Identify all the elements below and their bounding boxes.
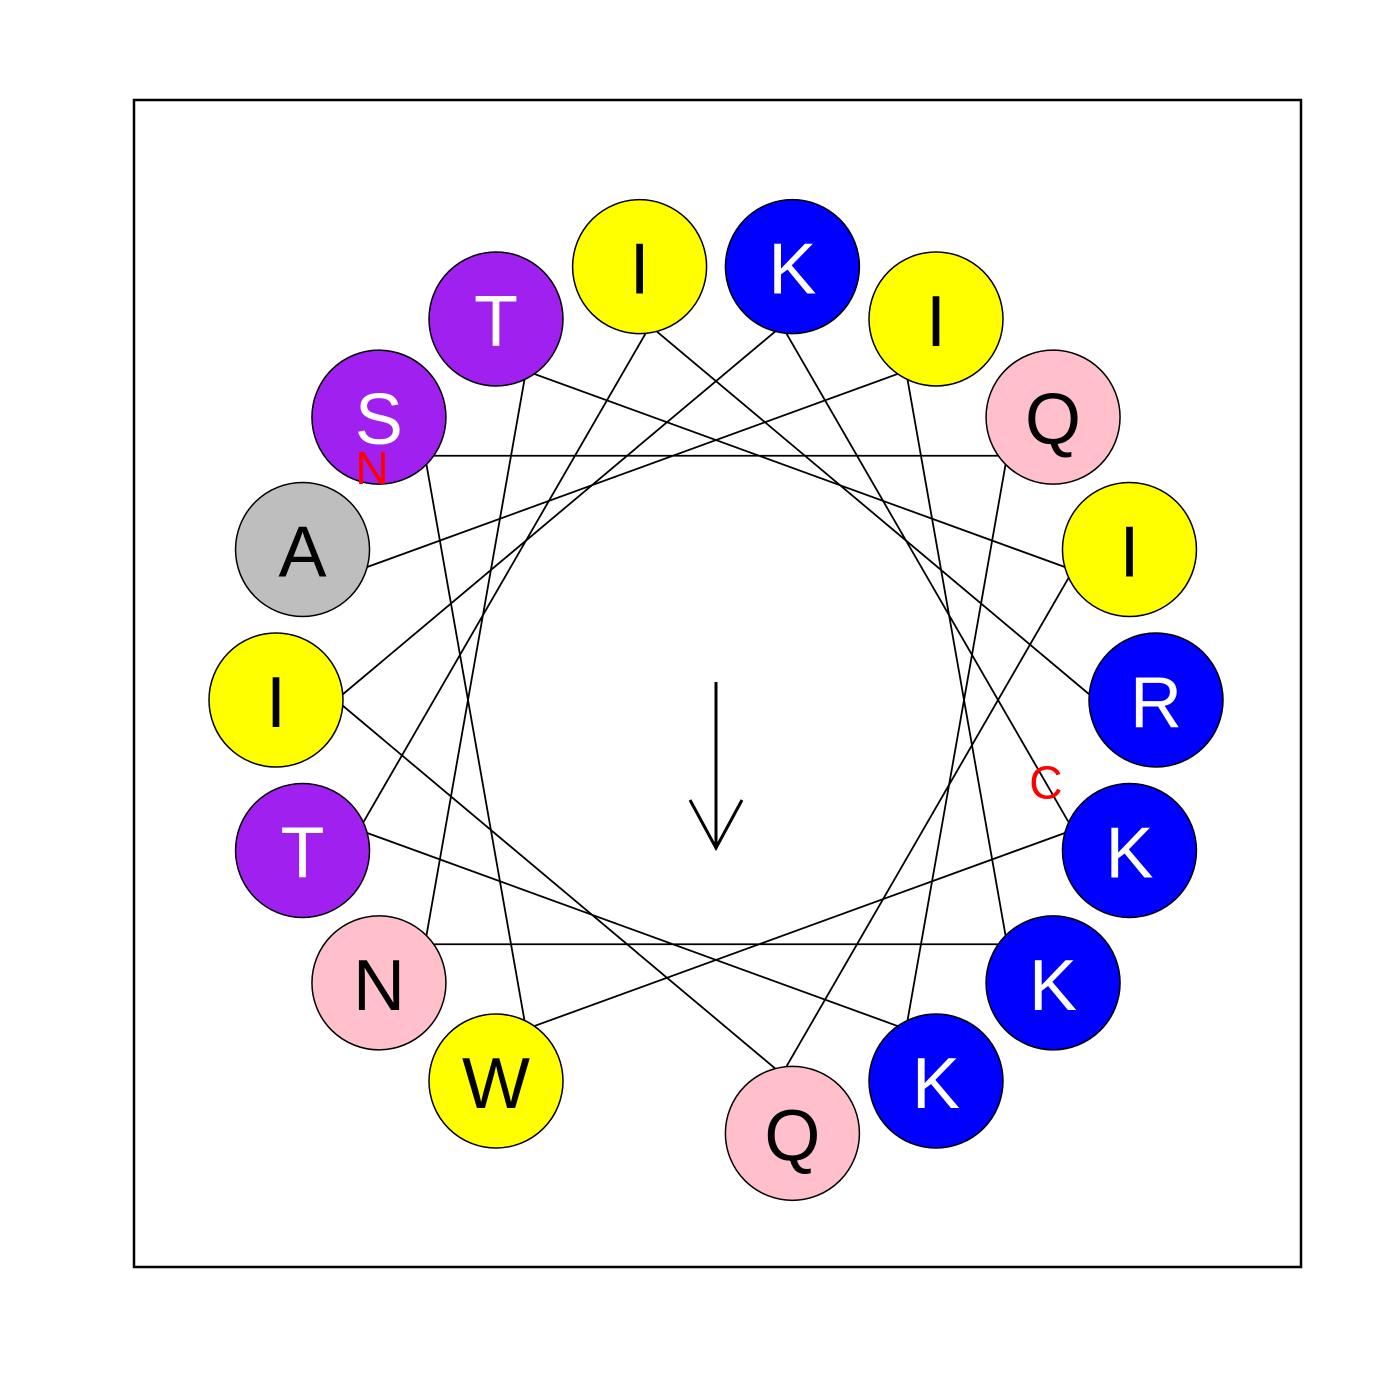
residue-circle [1088,632,1224,768]
residue-4: N [311,915,447,1051]
residue-circle [208,632,344,768]
residue-letter: N [353,946,405,1026]
moment-arrow-path [688,682,744,852]
residue-letter: K [912,1044,960,1124]
plot-frame [132,98,1303,1269]
bond-line [525,370,1074,571]
bond-line [525,829,1074,1030]
residue-5: T [428,251,564,387]
residue-letter: A [279,513,327,593]
residue-13: Q [985,349,1121,485]
residue-circle [868,251,1004,387]
residue-circle [428,251,564,387]
residue-9: K [724,198,861,335]
residue-letter: I [630,230,650,310]
residue-11: W [428,1013,564,1149]
residue-14: K [868,1013,1004,1149]
residue-16: I [571,198,708,335]
bond-line [424,455,527,1030]
residue-circle [724,1065,861,1202]
residue-circle [571,198,708,335]
residue-7: Q [724,1065,861,1202]
residue-2: I [868,251,1004,387]
n-terminus-label: N [355,442,388,494]
bond-line [781,569,1074,1075]
bond-line [649,325,1097,701]
residue-15: T [234,782,371,919]
residue-1: A [234,481,371,618]
residue-letter: Q [1025,380,1081,460]
residue-letter: R [1130,663,1182,743]
c-terminus-label: C [1029,756,1062,808]
residue-12: S [311,349,447,485]
residue-letter: I [926,282,946,362]
residue-letter: W [462,1044,530,1124]
residue-letter: K [768,230,816,310]
bond-line [781,325,1074,831]
residue-letter: Q [764,1096,820,1176]
bond-line [905,455,1008,1030]
residue-letter: I [266,663,286,743]
residue-letter: K [1105,813,1153,893]
residue-8: I [208,632,344,768]
residue-letter: T [281,813,325,893]
residue-6: I [1061,481,1198,618]
bond-line [358,325,651,831]
residue-10: K [1061,782,1198,919]
residue-circle [428,1013,564,1149]
bond-line [335,325,783,701]
residue-circle [724,198,861,335]
bond-line [358,370,907,571]
bond-line [358,829,907,1030]
residue-3: K [985,915,1121,1051]
residue-letter: K [1029,946,1077,1026]
bond-line [424,370,527,945]
residue-circle [985,349,1121,485]
residue-circle [868,1013,1004,1149]
residue-circle [985,915,1121,1051]
residue-circle [234,481,371,618]
hydrophobic-moment-arrow [688,682,744,852]
residue-circle [311,915,447,1051]
residue-circle [1061,782,1198,919]
residue-letter: T [474,282,518,362]
residue-letter: I [1119,513,1139,593]
residue-circle [234,782,371,919]
bond-lines [335,325,1097,1075]
residue-letter: S [355,380,403,460]
residue-17: R [1088,632,1224,768]
residue-circle [311,349,447,485]
residue-circle [1061,481,1198,618]
bond-line [335,699,783,1075]
bond-line [905,370,1008,945]
